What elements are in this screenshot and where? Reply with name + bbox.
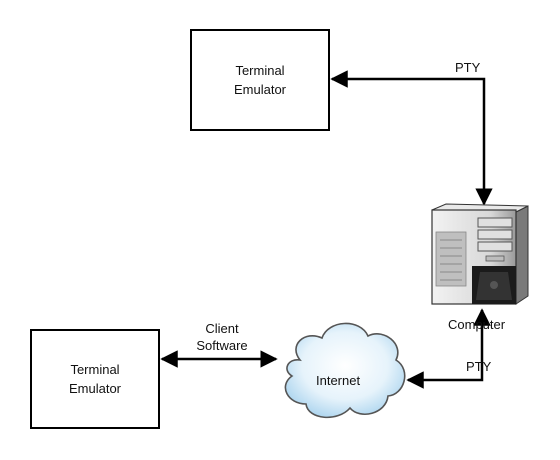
- pty-bottom-label: PTY: [466, 359, 492, 374]
- terminal-emulator-bottom-line2: Emulator: [68, 381, 122, 396]
- internet-cloud-icon: [284, 322, 406, 419]
- client-software-label: Client Software: [192, 320, 252, 354]
- computer-tower-icon: [431, 203, 529, 305]
- pty-top-label: PTY: [455, 60, 481, 75]
- pty-bottom-connector: [406, 308, 491, 389]
- internet-label: Internet: [316, 373, 361, 388]
- computer-label: Computer: [448, 317, 506, 332]
- terminal-emulator-bottom-line1: Terminal: [70, 362, 120, 377]
- terminal-emulator-top-line1: Terminal: [235, 63, 285, 78]
- terminal-emulator-top-line2: Emulator: [233, 82, 287, 97]
- client-software-line2: Software: [196, 338, 248, 353]
- pty-top-connector: [330, 70, 493, 206]
- client-software-line1: Client: [205, 321, 239, 336]
- terminal-emulator-bottom: Terminal Emulator: [30, 329, 160, 429]
- terminal-emulator-top: Terminal Emulator: [190, 29, 330, 131]
